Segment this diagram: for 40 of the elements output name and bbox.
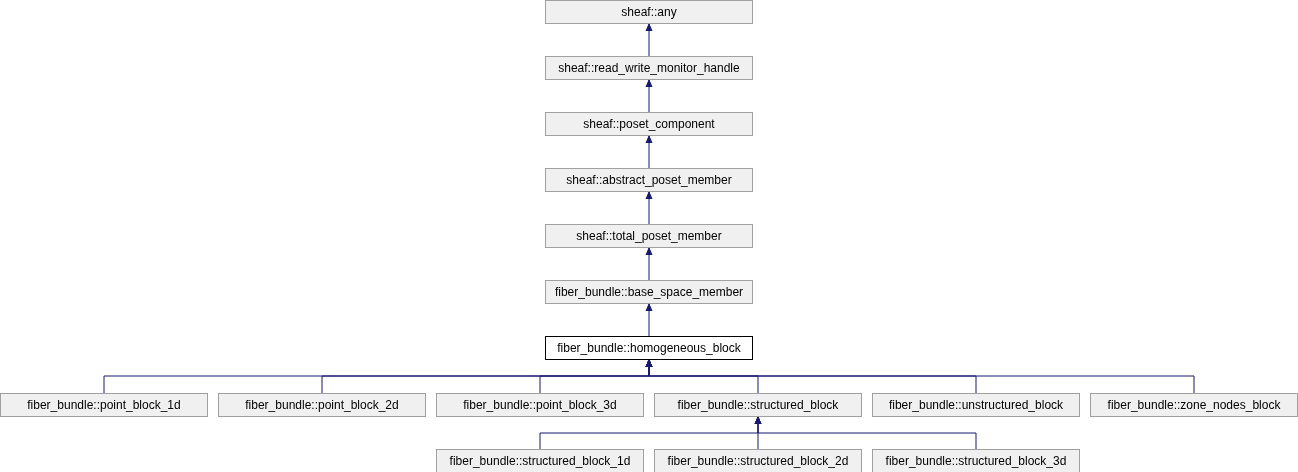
class-box [1090, 393, 1298, 417]
class-name: fiber_bundle::base_space_member [554, 285, 744, 299]
class-name: fiber_bundle::structured_block_2d [667, 454, 849, 468]
inheritance-arrow [645, 135, 653, 169]
class-name: fiber_bundle::homogeneous_block [557, 341, 741, 355]
inheritance-arrow [645, 247, 653, 281]
class-box [545, 168, 753, 192]
inheritance-arrow [754, 416, 977, 450]
class-box [545, 0, 753, 24]
class-name: sheaf::poset_component [583, 117, 715, 131]
class-box [545, 224, 753, 248]
class-name: fiber_bundle::unstructured_block [888, 398, 1064, 412]
class-box [872, 449, 1080, 472]
class-name: sheaf::read_write_monitor_handle [558, 61, 740, 75]
inheritance-arrow [645, 23, 653, 57]
class-name: sheaf::any [621, 5, 677, 19]
class-box [436, 449, 644, 472]
class-box [545, 280, 753, 304]
class-name: fiber_bundle::point_block_1d [27, 398, 181, 412]
class-name: fiber_bundle::structured_block [677, 398, 839, 412]
inheritance-arrow [645, 191, 653, 225]
class-box [654, 393, 862, 417]
class-name: fiber_bundle::structured_block_3d [885, 454, 1067, 468]
class-box [545, 336, 753, 360]
class-box [654, 449, 862, 472]
class-name: fiber_bundle::point_block_2d [245, 398, 399, 412]
inheritance-arrow [645, 359, 1195, 394]
class-box [218, 393, 426, 417]
class-box [545, 56, 753, 80]
class-name: fiber_bundle::point_block_3d [463, 398, 617, 412]
inheritance-arrow [645, 79, 653, 113]
class-name: sheaf::total_poset_member [576, 229, 722, 243]
class-name: fiber_bundle::structured_block_1d [449, 454, 631, 468]
class-name: fiber_bundle::zone_nodes_block [1107, 398, 1281, 412]
class-name: sheaf::abstract_poset_member [566, 173, 732, 187]
class-box [872, 393, 1080, 417]
inheritance-arrow [645, 303, 653, 337]
class-box [436, 393, 644, 417]
class-box [545, 112, 753, 136]
class-box [0, 393, 208, 417]
